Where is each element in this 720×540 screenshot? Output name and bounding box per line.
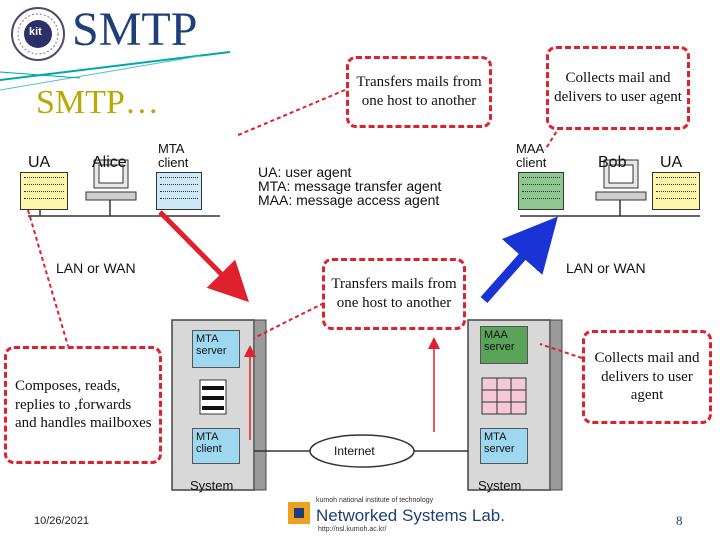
legend-maa: MAA: message access agent bbox=[258, 192, 440, 208]
ua-left-label: UA bbox=[28, 154, 51, 171]
mailbox-grid-icon bbox=[481, 377, 527, 415]
maa-server-box bbox=[480, 326, 528, 364]
leader-left-compose bbox=[27, 209, 69, 347]
kit-seal-icon bbox=[11, 7, 65, 61]
mta-server-right-box bbox=[480, 428, 528, 464]
footer-date: 10/26/2021 bbox=[34, 515, 90, 527]
bob-label: Bob bbox=[598, 154, 627, 171]
page-number: 8 bbox=[676, 513, 683, 528]
kit-logo-text: kit bbox=[29, 26, 42, 38]
legend-ua: UA: user agent bbox=[258, 164, 352, 180]
lan-left-label: LAN or WAN bbox=[56, 260, 136, 276]
blue-arrow-retrieve bbox=[480, 216, 558, 303]
right-system-side bbox=[549, 319, 563, 491]
callout-mid-transfer: Transfers mails from one host to another bbox=[322, 258, 466, 330]
mta-client-top-doc-icon bbox=[156, 172, 202, 210]
mta-client-top-label: MTA client bbox=[158, 141, 189, 170]
callout-top-collect: Collects mail and delivers to user agent bbox=[546, 46, 690, 130]
red-arrow-upload bbox=[158, 210, 250, 303]
callout-right-collect: Collects mail and delivers to user agent bbox=[582, 330, 712, 424]
header-decoration bbox=[0, 51, 231, 91]
mta-server-right-label: MTA server bbox=[484, 431, 515, 455]
ua-right-label: UA bbox=[660, 154, 683, 171]
footer-lab-name: Networked Systems Lab. bbox=[316, 506, 505, 525]
kit-logo: kit bbox=[10, 6, 66, 62]
maa-client-doc-icon bbox=[518, 172, 564, 210]
mta-server-left-label: MTA server bbox=[196, 333, 227, 357]
ua-left-doc-icon bbox=[20, 172, 68, 210]
slide-title: SMTP bbox=[72, 3, 198, 56]
footer-logo-top-line: kumoh national institute of technology bbox=[316, 497, 434, 504]
legend-mta: MTA: message transfer agent bbox=[258, 178, 442, 194]
alice-keyboard-icon bbox=[85, 191, 137, 201]
slide-subtitle: SMTP… bbox=[36, 84, 159, 121]
leader-top-transfer bbox=[235, 89, 346, 137]
mta-client-left-label: MTA client bbox=[196, 431, 222, 455]
mta-client-left-box bbox=[192, 428, 240, 464]
maa-server-label: MAA server bbox=[484, 329, 515, 353]
alice-label: Alice bbox=[92, 154, 127, 171]
leader-top-collect bbox=[544, 125, 561, 151]
header-swoosh-line-2 bbox=[0, 55, 201, 91]
left-system-side bbox=[253, 319, 267, 491]
lan-right-label: LAN or WAN bbox=[566, 260, 646, 276]
system-right-label: System bbox=[478, 478, 522, 493]
internet-label: Internet bbox=[334, 444, 375, 458]
header-swoosh-line-3 bbox=[0, 71, 81, 79]
callout-left-compose: Composes, reads, replies to ,forwards an… bbox=[4, 346, 162, 464]
bob-keyboard-icon bbox=[595, 191, 647, 201]
system-left-label: System bbox=[190, 478, 234, 493]
ua-right-doc-icon bbox=[652, 172, 700, 210]
maa-client-label: MAA client bbox=[516, 141, 547, 170]
leader-mid-transfer bbox=[253, 299, 331, 339]
callout-top-transfer: Transfers mails from one host to another bbox=[346, 56, 492, 128]
footer-lab-url: http://nsl.kumoh.ac.kr/ bbox=[318, 526, 387, 533]
leader-right-collect bbox=[539, 343, 583, 359]
mta-server-left-box bbox=[192, 330, 240, 368]
